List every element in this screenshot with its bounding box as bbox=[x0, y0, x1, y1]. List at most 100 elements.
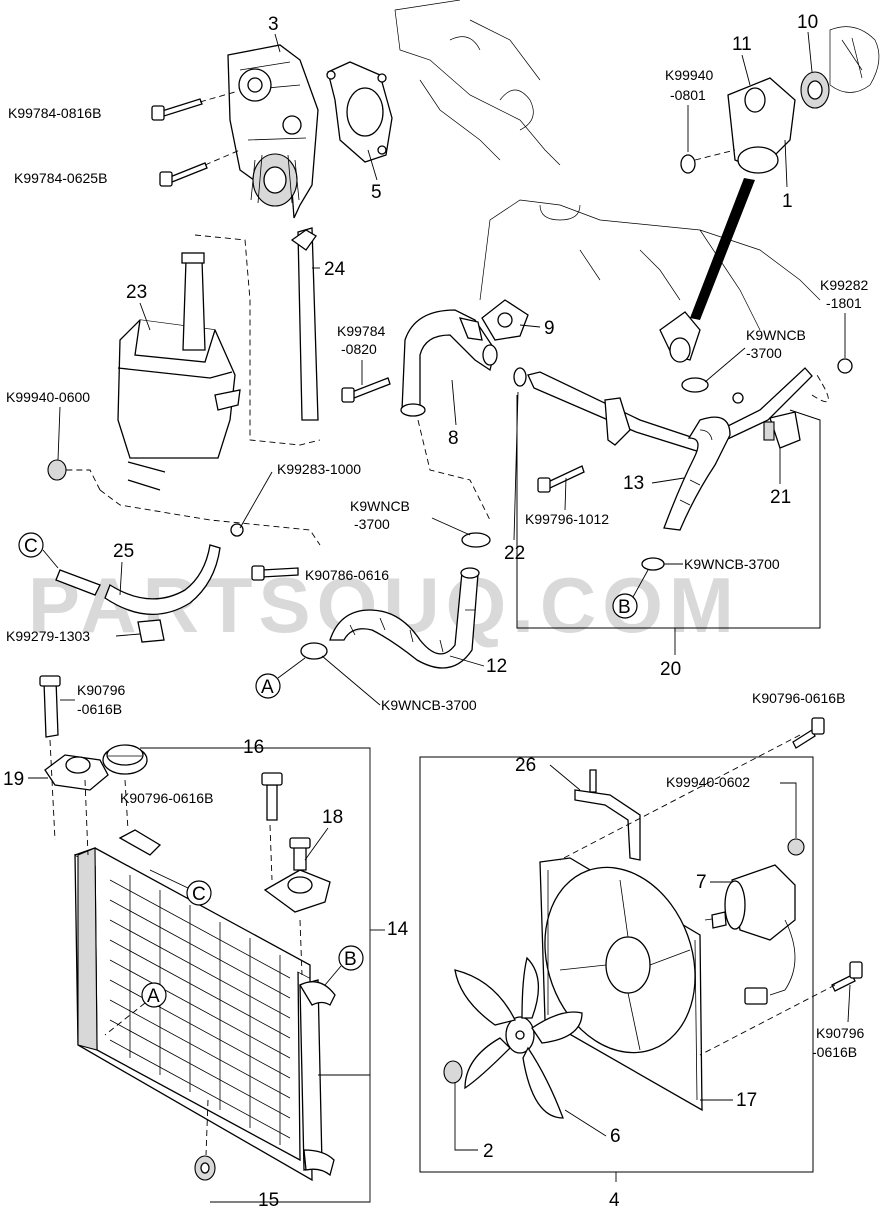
pn-k90796-right: K90796 bbox=[816, 1025, 864, 1041]
fan-motor bbox=[704, 864, 796, 1005]
water-pump bbox=[227, 44, 319, 219]
fan-shroud bbox=[539, 857, 703, 1112]
pump-bolts bbox=[151, 91, 241, 187]
clamp-a bbox=[300, 642, 328, 660]
pn-k99796-1012: K99796-1012 bbox=[525, 511, 609, 527]
callout-2: 2 bbox=[483, 1141, 494, 1162]
pn-k99940-0602: K99940-0602 bbox=[666, 774, 750, 790]
connector-c-rad-label: C bbox=[192, 884, 206, 905]
water-pipe-assembly-box bbox=[516, 395, 821, 629]
fan-washer bbox=[787, 838, 805, 856]
pn-k99940-top: K99940 bbox=[665, 67, 713, 83]
connector-b-rad-label: B bbox=[344, 949, 357, 970]
radiator-cap bbox=[102, 744, 148, 775]
callout-22: 22 bbox=[504, 543, 525, 564]
callout-4: 4 bbox=[609, 1190, 620, 1211]
pump-gasket bbox=[326, 61, 393, 163]
connector-c-top-label: C bbox=[24, 536, 38, 557]
engine-outline-right bbox=[479, 199, 821, 331]
callout-11: 11 bbox=[732, 34, 752, 55]
connector-c-rad bbox=[186, 880, 212, 906]
connector-b-top bbox=[612, 593, 638, 619]
sensor bbox=[763, 411, 801, 449]
connector-a-dash bbox=[104, 1002, 146, 1036]
fitting-k99282 bbox=[837, 358, 853, 374]
callout-25: 25 bbox=[113, 541, 134, 562]
pn-0616b-right: -0616B bbox=[812, 1044, 857, 1060]
pn-k90796-0616b-top: K90796-0616B bbox=[752, 690, 845, 706]
callout-23: 23 bbox=[126, 282, 147, 303]
bypass-bolt bbox=[537, 465, 585, 493]
pipe-dash bbox=[417, 419, 491, 521]
fan-bolt-right bbox=[831, 961, 863, 992]
callout-21: 21 bbox=[770, 487, 791, 508]
radiator-bracket-line bbox=[140, 747, 371, 1203]
callout-17: 17 bbox=[736, 1090, 757, 1111]
pn-k90796-left: K90796 bbox=[77, 682, 125, 698]
pn-k99282: K99282 bbox=[820, 277, 868, 293]
fitting-dash bbox=[811, 374, 829, 403]
pn-k9wncb-a: K9WNCB-3700 bbox=[381, 697, 477, 713]
pn-k9wncb-b: K9WNCB-3700 bbox=[684, 556, 780, 572]
connector-c-top bbox=[18, 532, 44, 558]
fan-bracket bbox=[574, 769, 641, 861]
callout-14: 14 bbox=[387, 919, 409, 940]
reservoir-dash bbox=[194, 234, 321, 446]
radiator bbox=[74, 829, 336, 1182]
connector-b-top-label: B bbox=[618, 597, 631, 618]
pn-3700-mid: -3700 bbox=[354, 516, 390, 532]
callout-5: 5 bbox=[371, 182, 382, 203]
pn-0616b-left: -0616B bbox=[77, 701, 122, 717]
pn-0801: -0801 bbox=[670, 87, 706, 103]
upper-radiator-hose bbox=[329, 567, 480, 669]
radiator-bottom-mount bbox=[194, 1155, 216, 1181]
callout-26: 26 bbox=[515, 755, 536, 776]
pn-k99940-0600: K99940-0600 bbox=[6, 389, 90, 405]
water-pipe-bypass bbox=[513, 367, 813, 453]
lower-bypass-hose bbox=[663, 416, 731, 531]
pn-k90786-0616: K90786-0616 bbox=[305, 567, 389, 583]
thermostat-hose bbox=[659, 178, 755, 393]
callout-15: 15 bbox=[258, 1190, 279, 1211]
radiator-dash bbox=[49, 739, 303, 1156]
callout-3: 3 bbox=[268, 14, 279, 35]
pn-3700-top: -3700 bbox=[746, 345, 782, 361]
callout-16: 16 bbox=[243, 737, 264, 758]
pn-k90796-0616b-rad: K90796-0616B bbox=[120, 790, 213, 806]
callout-24: 24 bbox=[324, 259, 346, 280]
inlet-gasket bbox=[481, 299, 529, 341]
pn-1801: -1801 bbox=[826, 295, 862, 311]
pn-k9wncb-top: K9WNCB bbox=[746, 327, 806, 343]
pn-k99784-0816b: K99784-0816B bbox=[8, 105, 101, 121]
connector-a-rad-label: A bbox=[147, 986, 160, 1007]
callout-20: 20 bbox=[660, 659, 681, 680]
connector-a-top-label: A bbox=[261, 677, 274, 698]
overflow-dash bbox=[60, 469, 321, 546]
fan-assembly-box bbox=[419, 756, 814, 1173]
overflow-hose bbox=[55, 523, 299, 643]
fan-bolt-top bbox=[792, 717, 825, 749]
callout-9: 9 bbox=[544, 318, 555, 339]
connector-b-rad bbox=[338, 945, 364, 971]
overflow-pipe bbox=[290, 227, 319, 421]
radiator-mount-bracket-left bbox=[39, 675, 109, 791]
engine-outline-top bbox=[394, 0, 561, 166]
callout-1: 1 bbox=[782, 191, 793, 212]
connector-a-rad bbox=[141, 982, 167, 1008]
pn-k99784-top: K99784 bbox=[337, 323, 385, 339]
callout-12: 12 bbox=[486, 656, 507, 677]
fan-blade bbox=[454, 956, 583, 1119]
fan-nut bbox=[443, 1060, 463, 1084]
pn-k99784-0625b: K99784-0625B bbox=[14, 170, 107, 186]
callout-18: 18 bbox=[322, 807, 343, 828]
pn-k99279-1303: K99279-1303 bbox=[6, 628, 90, 644]
water-pipe-inlet bbox=[400, 309, 498, 417]
fan-dash bbox=[559, 734, 836, 1056]
callout-10: 10 bbox=[797, 12, 818, 33]
callout-6: 6 bbox=[610, 1126, 621, 1147]
radiator-mount-bracket-right bbox=[261, 772, 331, 913]
clamp-mid bbox=[461, 532, 491, 548]
callout-19: 19 bbox=[3, 769, 24, 790]
thermostat-housing bbox=[680, 71, 830, 174]
